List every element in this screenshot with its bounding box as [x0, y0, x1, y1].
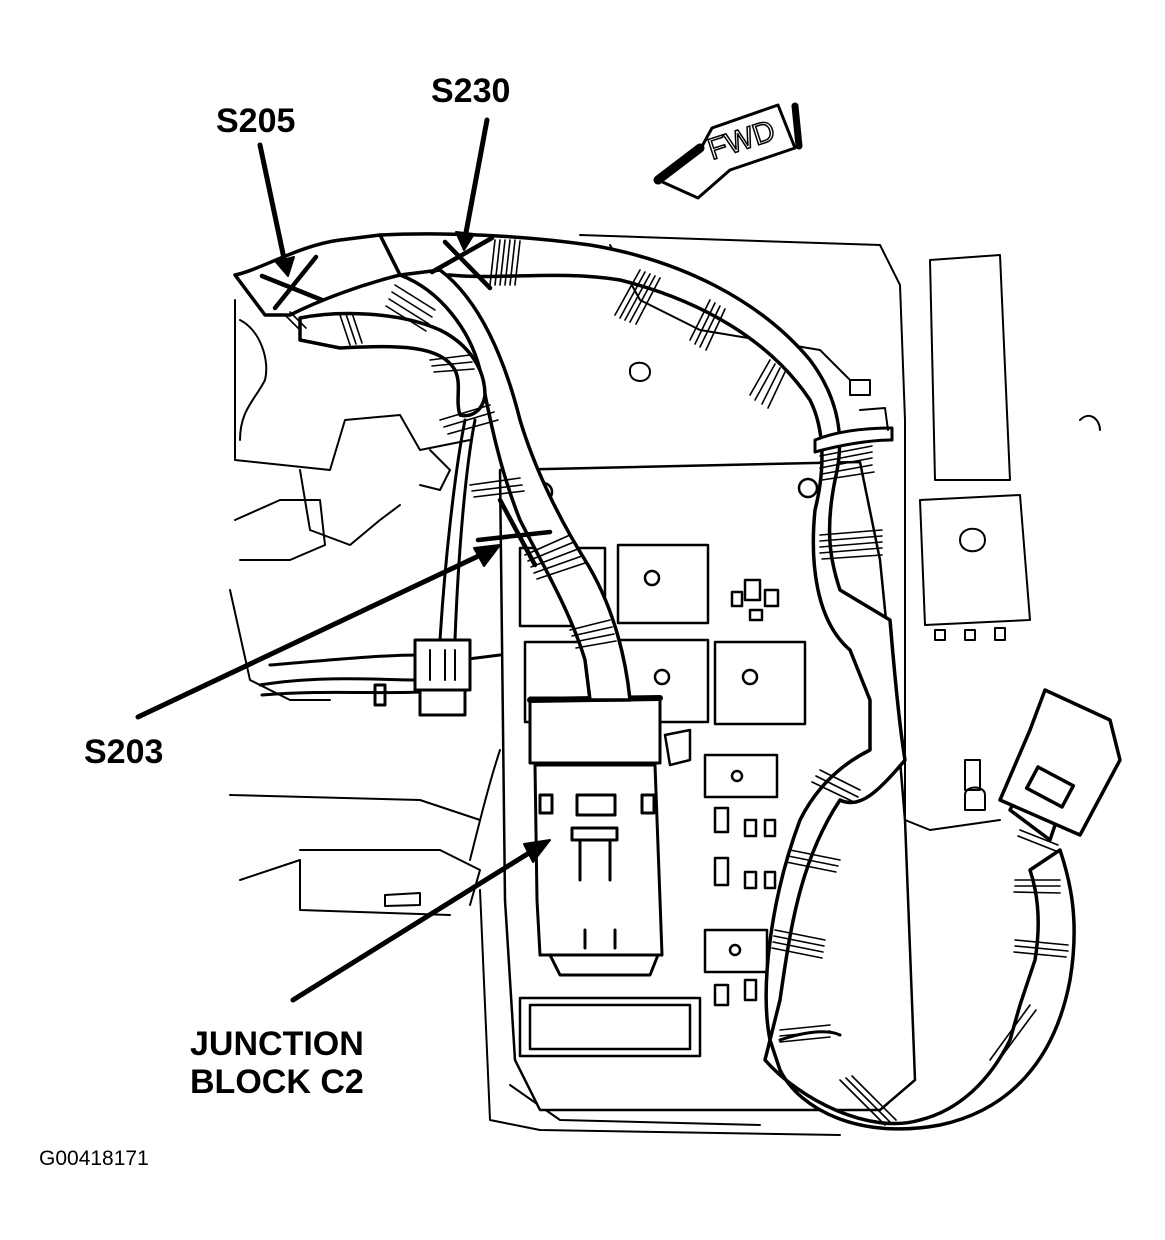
splice-marks — [259, 235, 553, 568]
splice-label-s203: S203 — [84, 733, 164, 771]
junction-block-label-line2: BLOCK C2 — [190, 1063, 364, 1101]
splice-label-s205: S205 — [216, 102, 296, 140]
branch-wires — [258, 418, 502, 861]
c2-connector — [527, 695, 664, 977]
tape-wraps — [284, 239, 1069, 1126]
junction-block-label: JUNCTION BLOCK C2 — [190, 1025, 364, 1101]
figure-id: G00418171 — [39, 1147, 149, 1170]
leader-arrows — [135, 117, 551, 1003]
cable-tie — [778, 407, 894, 1042]
junction-block-label-line1: JUNCTION — [190, 1025, 364, 1063]
splice-label-s230: S230 — [431, 72, 511, 110]
forward-arrow-icon — [653, 102, 803, 200]
wire-harness — [233, 232, 1122, 1131]
